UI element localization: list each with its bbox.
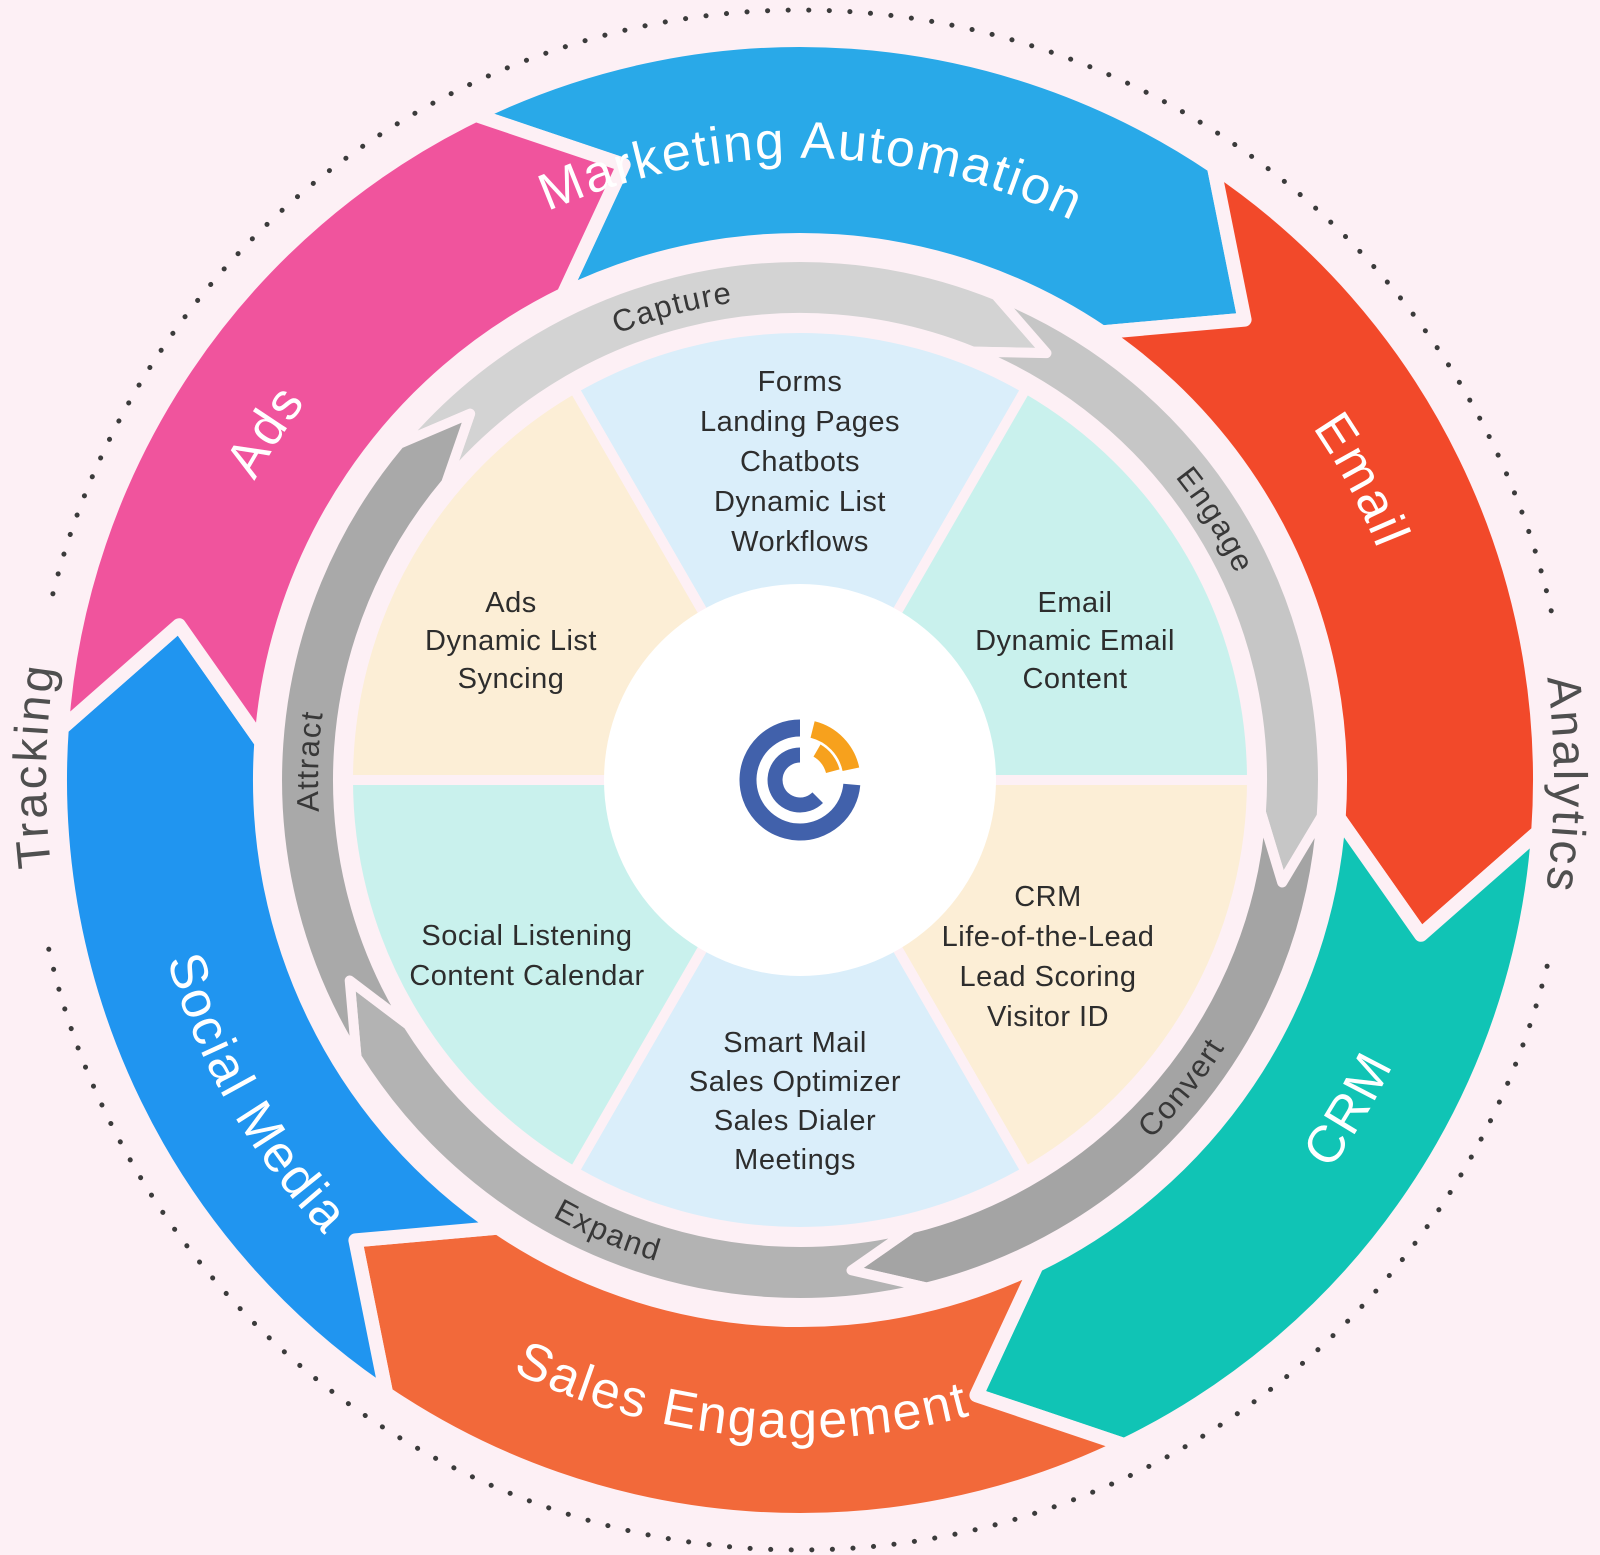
pie-line: Content (1022, 663, 1127, 695)
pie-line: Forms (758, 366, 843, 398)
pie-line: Smart Mail (723, 1027, 867, 1059)
pie-line: Syncing (458, 663, 565, 695)
pie-line: Dynamic List (714, 486, 886, 518)
rim-label-tracking: Tracking (3, 659, 65, 871)
center-disc (604, 584, 996, 976)
pie-line: CRM (1014, 881, 1082, 913)
outer-ring (53, 33, 1547, 1527)
pie-line: Dynamic Email (975, 625, 1175, 657)
inner-pie (343, 323, 1257, 1237)
pie-line: Landing Pages (700, 406, 900, 438)
pie-sector-capture-tools (569, 323, 1031, 785)
cycle-label-attract-text: Attract (290, 708, 328, 813)
rim-label-analytics: Analytics (1536, 673, 1597, 898)
pie-line: Lead Scoring (960, 961, 1137, 993)
logo-outer-orange-arc (810, 721, 860, 772)
outer-segment-ads (54, 107, 631, 750)
pie-line: Dynamic List (425, 625, 597, 657)
logo-inner-blue-arc (767, 747, 823, 813)
logo-outer-blue-arc (739, 719, 861, 841)
logo-mid-orange-arc (813, 744, 840, 774)
dotted-rim-arc-bottom (44, 937, 1550, 1553)
cycle-ring (272, 252, 1328, 1308)
rim-label-tracking-text: Tracking (3, 659, 62, 871)
pie-line: Visitor ID (987, 1001, 1109, 1033)
dotted-rim (44, 7, 1556, 1553)
pie-line: Content Calendar (409, 960, 644, 992)
cycle-arrow-attract (272, 408, 476, 1063)
center-badge (604, 584, 996, 976)
pie-line: Email (1037, 587, 1112, 619)
pie-line: Ads (485, 587, 536, 619)
pie-line: Sales Optimizer (689, 1066, 901, 1098)
pie-line: Sales Dialer (714, 1105, 876, 1137)
constant-contact-logo-icon (739, 719, 861, 841)
pie-line: Social Listening (421, 920, 632, 952)
pie-line: Life-of-the-Lead (942, 921, 1155, 953)
pie-sector-expand-tools (569, 775, 1031, 1237)
dotted-rim-arc-top (50, 7, 1556, 623)
pie-line: Meetings (734, 1144, 856, 1176)
cycle-label-attract: Attract (290, 708, 330, 813)
rim-label-analytics-text: Analytics (1536, 673, 1594, 898)
pie-line: Chatbots (740, 446, 860, 478)
pie-line: Workflows (731, 526, 869, 558)
